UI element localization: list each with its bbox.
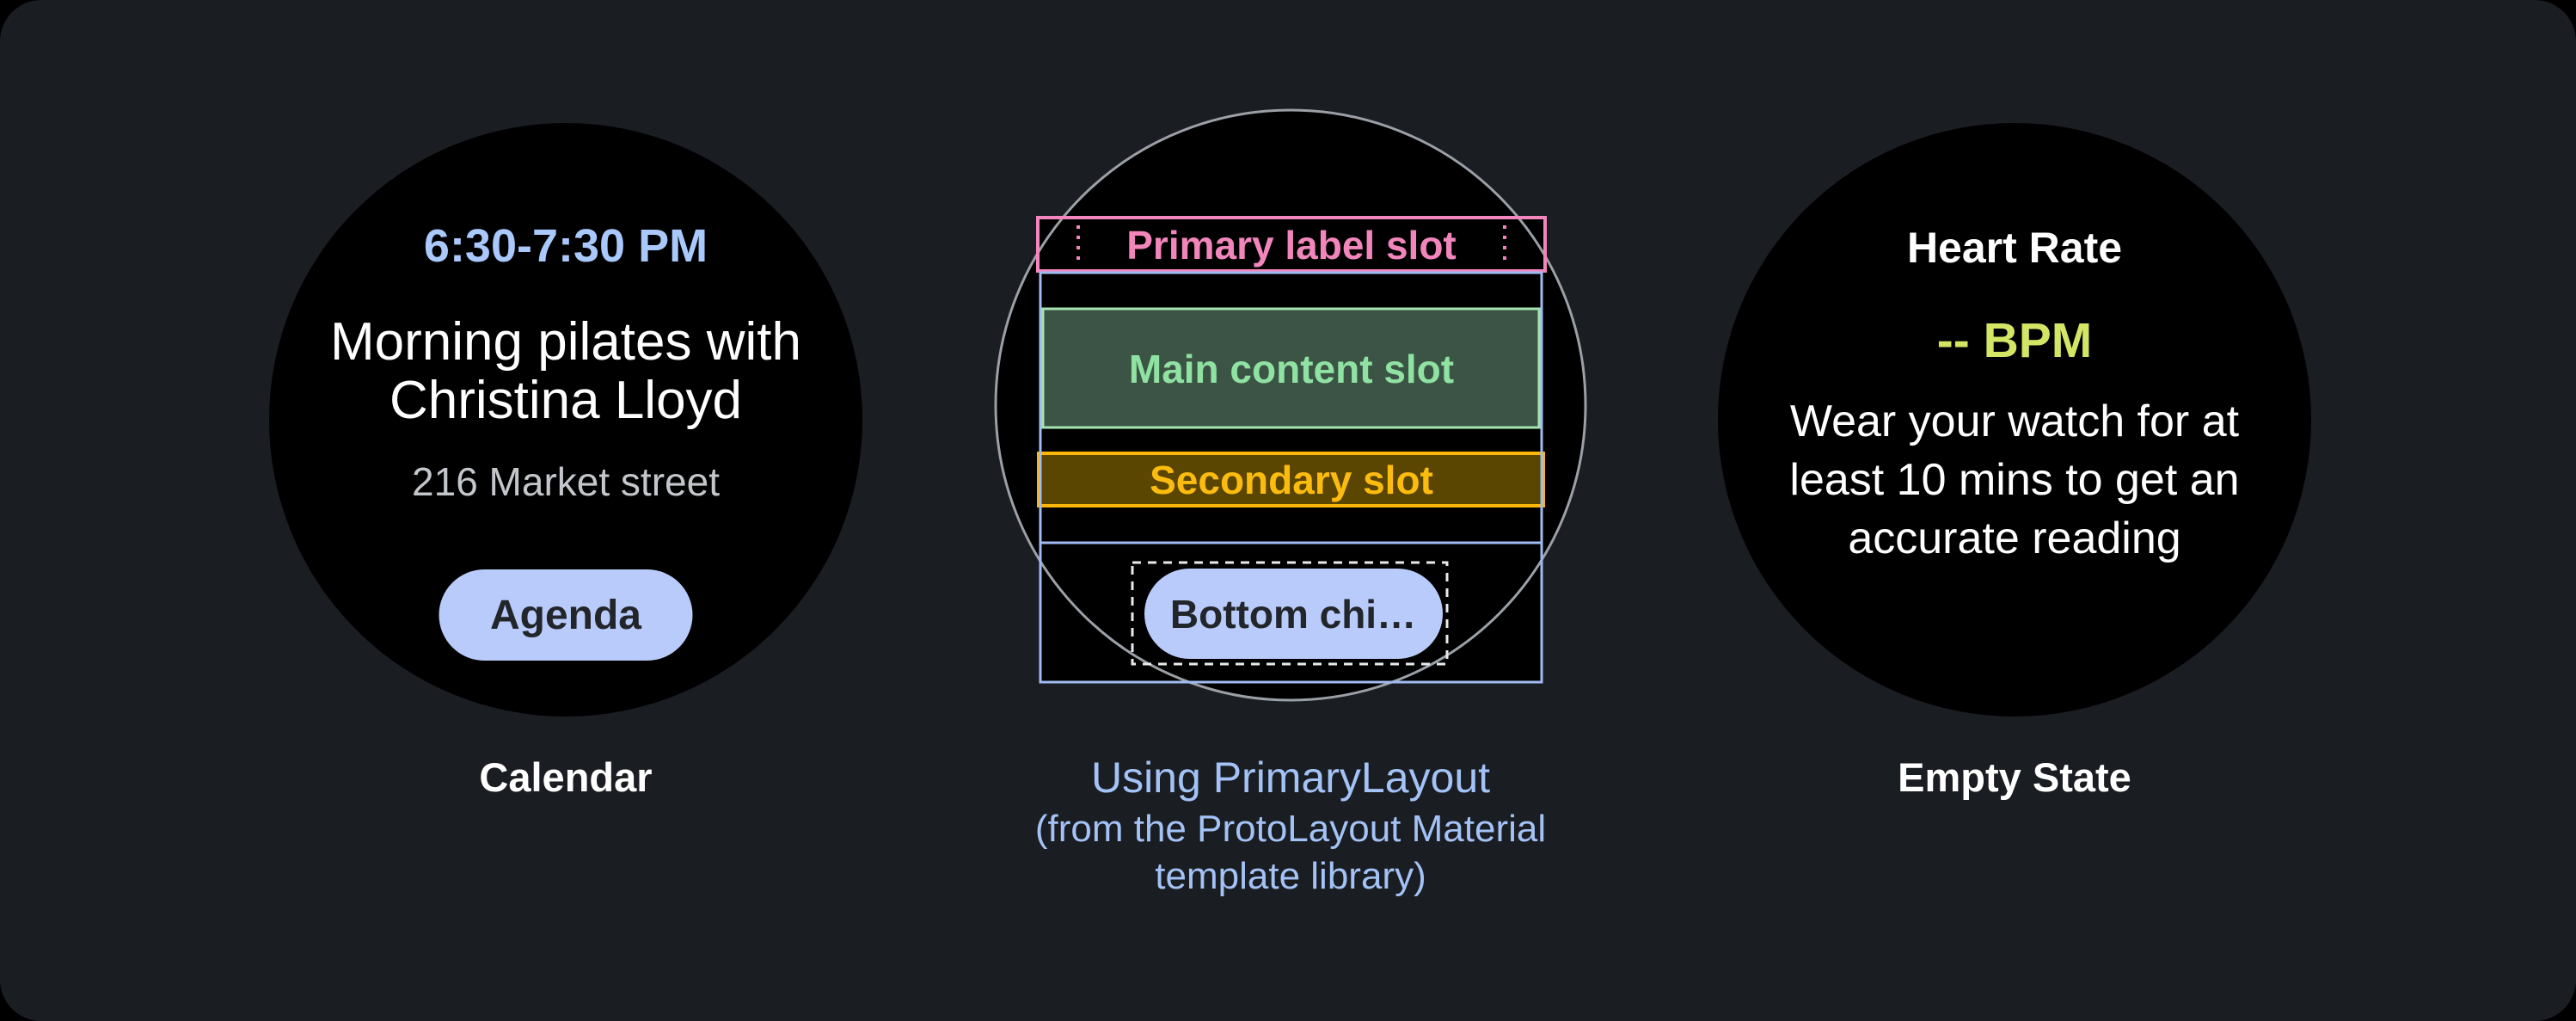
watch-bezel-circle xyxy=(994,108,1587,702)
calendar-watch-face: 6:30-7:30 PM Morning pilates with Christ… xyxy=(269,123,862,717)
event-title: Morning pilates with Christina Lloyd xyxy=(269,313,862,430)
bpm-value: -- BPM xyxy=(1936,313,2093,368)
primary-label-slot-label: Primary label slot xyxy=(1126,223,1457,268)
primary-layout-caption: Using PrimaryLayout (from the ProtoLayou… xyxy=(947,753,1635,900)
agenda-button[interactable]: Agenda xyxy=(439,569,693,661)
main-content-slot-box xyxy=(1041,307,1541,429)
empty-state-message-line: least 10 mins to get an xyxy=(1789,455,2240,505)
bottom-chip-button[interactable] xyxy=(1144,569,1443,659)
calendar-caption: Calendar xyxy=(479,754,653,800)
empty-state-message: Wear your watch for at least 10 mins to … xyxy=(1718,392,2311,568)
primary-layout-caption-title: Using PrimaryLayout xyxy=(1090,753,1491,802)
primary-layout-caption-subtitle-line: template library) xyxy=(1155,855,1426,897)
main-content-slot-label: Main content slot xyxy=(1129,347,1454,391)
primary-layout-caption-subtitle: (from the ProtoLayout Material template … xyxy=(947,805,1635,900)
primary-label-slot-fill xyxy=(1038,218,1545,271)
event-title-line: Christina Lloyd xyxy=(389,371,743,430)
primary-label-slot-box xyxy=(1036,216,1547,273)
bottom-chip-dashed-bounds xyxy=(1131,561,1449,666)
empty-state-caption: Empty State xyxy=(1898,754,2131,800)
event-time: 6:30-7:30 PM xyxy=(423,220,708,272)
bottom-chip-label: Bottom chi… xyxy=(1170,592,1416,637)
event-title-line: Morning pilates with xyxy=(330,312,801,372)
secondary-slot-label: Secondary slot xyxy=(1150,458,1433,502)
heart-rate-title: Heart Rate xyxy=(1906,224,2123,272)
empty-state-message-line: Wear your watch for at xyxy=(1789,397,2240,446)
empty-state-message-line: accurate reading xyxy=(1848,514,2181,563)
secondary-slot-box xyxy=(1037,452,1545,507)
primary-layout-diagram: Primary label slot Main content slot Sec… xyxy=(994,108,1587,702)
heart-rate-watch-face: Heart Rate -- BPM Wear your watch for at… xyxy=(1718,123,2311,717)
layout-outer-box xyxy=(1039,271,1543,684)
event-address: 216 Market street xyxy=(412,459,720,504)
primary-layout-caption-subtitle-line: (from the ProtoLayout Material xyxy=(1034,808,1547,850)
